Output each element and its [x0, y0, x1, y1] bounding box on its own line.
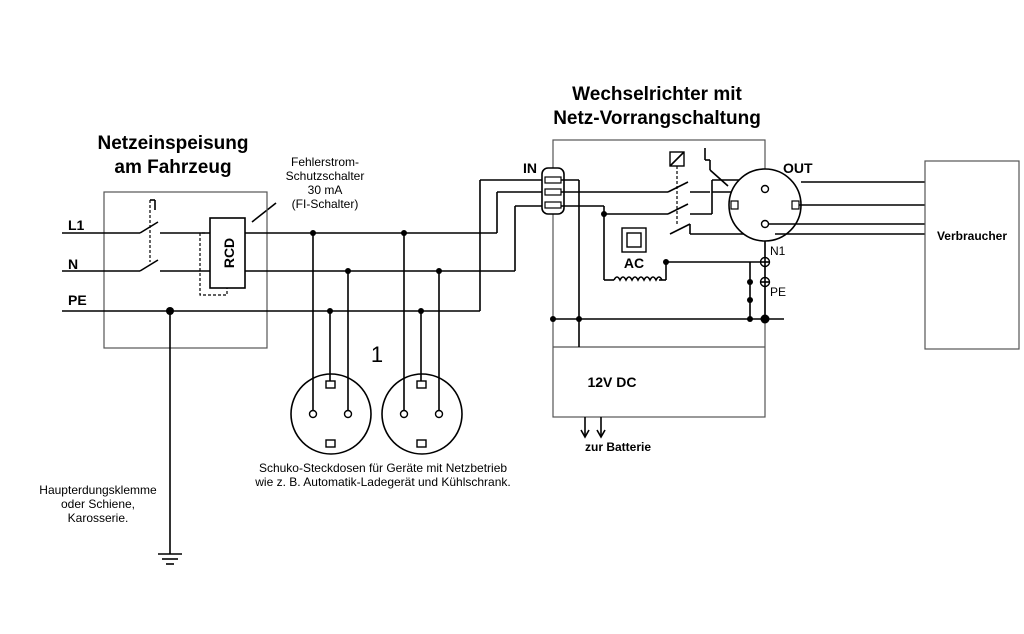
- left-title-line1: Netzeinspeisung: [98, 133, 249, 154]
- junction-dot: [576, 316, 582, 322]
- junction-dot: [166, 307, 174, 315]
- rcd-label: RCD: [221, 238, 237, 268]
- rcd-note-line2: Schutzschalter: [286, 169, 365, 183]
- output-socket: [728, 168, 802, 242]
- earth-note-line2: oder Schiene,: [61, 497, 135, 511]
- feed-in-box: [103, 191, 268, 349]
- consumer-box: [924, 160, 1020, 350]
- label-l1: L1: [68, 217, 85, 233]
- junction-dot: [747, 316, 753, 322]
- conductor-pe: [62, 179, 547, 554]
- battery-leads: [580, 417, 606, 439]
- rcd-note-leader: [251, 202, 277, 223]
- junction-dot: [663, 259, 669, 265]
- schuko-socket-1: [290, 233, 372, 455]
- rcd-unit: RCD: [199, 217, 246, 296]
- earth-note-line3: Karosserie.: [68, 511, 129, 525]
- inverter-internal-wiring: [553, 179, 784, 347]
- battery-label: zur Batterie: [585, 440, 651, 454]
- relay-icon: [669, 148, 729, 226]
- inverter-box: [552, 139, 766, 418]
- sockets-note-line2: wie z. B. Automatik-Ladegerät und Kühlsc…: [254, 475, 510, 489]
- output-lines: [769, 181, 925, 235]
- left-title-line2: am Fahrzeug: [114, 157, 231, 178]
- ac-transformer-icon: AC: [613, 227, 663, 282]
- right-title-line1: Wechselrichter mit: [572, 84, 742, 105]
- junction-dot: [747, 297, 753, 303]
- junction-dot: [760, 314, 770, 324]
- right-title-line2: Netz-Vorrangschaltung: [553, 108, 761, 129]
- junction-dot: [550, 316, 556, 322]
- label-pe: PE: [68, 292, 87, 308]
- ac-label: AC: [624, 255, 644, 271]
- earth-ground-icon: [158, 553, 182, 565]
- rcd-note-line4: (FI-Schalter): [292, 197, 359, 211]
- main-switch: [149, 199, 156, 262]
- label-n: N: [68, 256, 78, 272]
- junction-dot: [601, 211, 607, 217]
- rcd-note-line1: Fehlerstrom-: [291, 155, 359, 169]
- n1-terminal: N1: [759, 244, 786, 268]
- n1-label: N1: [770, 244, 786, 258]
- out-label: OUT: [783, 160, 813, 176]
- in-label: IN: [523, 160, 537, 176]
- dc-label: 12V DC: [587, 374, 636, 390]
- earth-note-line1: Haupterdungsklemme: [39, 483, 157, 497]
- sockets-note-line1: Schuko-Steckdosen für Geräte mit Netzbet…: [259, 461, 507, 475]
- conductor-l1: [62, 191, 547, 234]
- rcd-note-line3: 30 mA: [308, 183, 343, 197]
- junction-dot: [747, 279, 753, 285]
- input-connector: [541, 167, 565, 215]
- conductor-n: [62, 205, 547, 272]
- consumer-label: Verbraucher: [937, 229, 1007, 243]
- pe-out-label: PE: [770, 285, 786, 299]
- schuko-socket-2: [381, 233, 463, 455]
- rcd-note: Fehlerstrom- Schutzschalter 30 mA (FI-Sc…: [251, 155, 365, 223]
- marker-1: 1: [371, 342, 383, 367]
- pe-terminal: PE: [759, 276, 786, 299]
